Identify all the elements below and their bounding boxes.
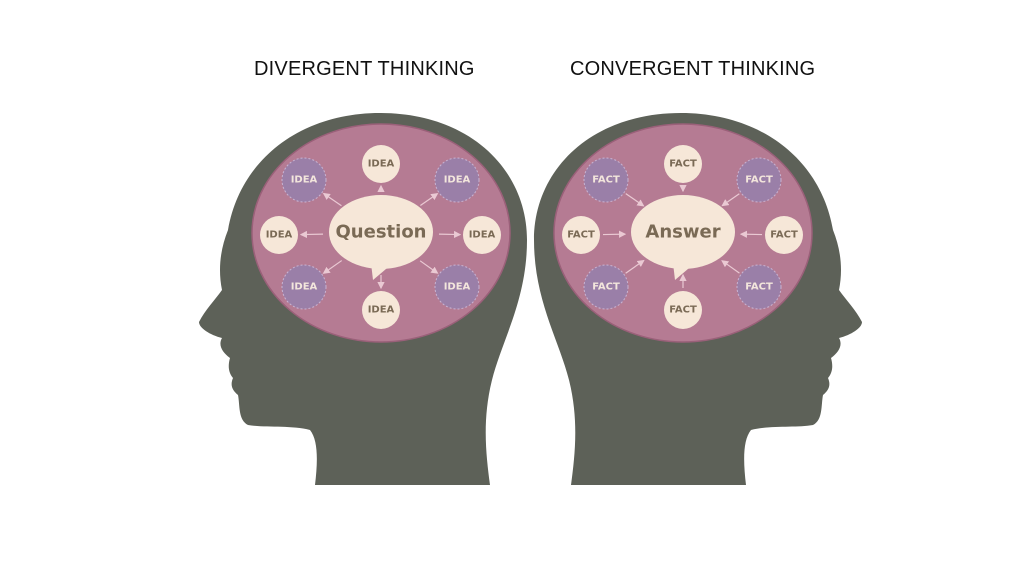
node-label: IDEA [266,230,293,241]
arrow [721,260,740,274]
node-circle-purple [736,264,782,310]
arrow [420,193,439,207]
node-circle-purple [281,264,327,310]
center-label: Answer [645,222,720,243]
node-label: FACT [770,230,798,241]
node-label: FACT [669,159,697,170]
speech-bubble [329,195,433,269]
node-circle-purple [583,264,629,310]
convergent-thinking-title: CONVERGENT THINKING [570,58,816,80]
node-circle-purple [434,157,480,203]
node-label: FACT [592,175,620,186]
arrow [322,260,343,274]
node-circle [362,145,400,183]
node-label: FACT [745,282,773,293]
arrow [419,260,439,274]
node-label: FACT [567,230,595,241]
divergent-brain: IDEA IDEA IDEA IDEA IDEA IDEA IDEA IDEA Question [251,123,511,343]
node-label: FACT [669,305,697,316]
arrow [625,193,645,207]
node-label: IDEA [368,305,395,316]
node-label: FACT [745,175,773,186]
node-label: IDEA [444,175,471,186]
node-label: IDEA [444,282,471,293]
node-label: IDEA [291,175,318,186]
node-circle-purple [281,157,327,203]
node-circle [260,216,298,254]
arrow [625,259,645,274]
node-circle [765,216,803,254]
speech-bubble [631,195,735,269]
convergent-brain: FACT FACT FACT FACT FACT FACT FACT FACT Answer [553,123,813,343]
node-label: IDEA [469,230,496,241]
node-circle [362,291,400,329]
node-circle-purple [434,264,480,310]
node-circle [664,291,702,329]
node-circle [562,216,600,254]
node-circle [463,216,501,254]
divergent-thinking-title: DIVERGENT THINKING [254,58,475,80]
arrow [322,192,342,207]
node-circle [664,145,702,183]
node-circle-purple [583,157,629,203]
node-circle-purple [736,157,782,203]
node-label: FACT [592,282,620,293]
arrow [721,193,740,207]
node-label: IDEA [368,159,395,170]
node-label: IDEA [291,282,318,293]
center-label: Question [336,222,427,243]
